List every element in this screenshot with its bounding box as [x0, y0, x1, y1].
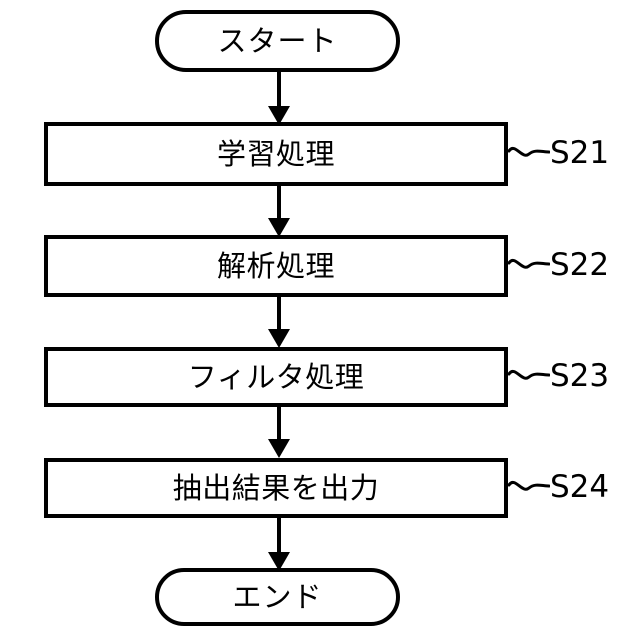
start-terminator: スタート — [155, 10, 400, 72]
step-id-s21: S21 — [550, 135, 610, 171]
wavy-leader-icon — [508, 146, 550, 157]
step-callout-s24: S24 — [508, 472, 609, 503]
connector-s23-to-s24 — [268, 405, 290, 458]
step-id-s22: S22 — [550, 247, 610, 283]
process-label-s21: 学習処理 — [216, 136, 335, 171]
start-label: スタート — [217, 23, 338, 58]
process-box-s22: 解析処理 — [44, 235, 508, 297]
step-callout-s21: S21 — [508, 138, 609, 169]
connector-s24-to-end — [268, 516, 290, 571]
process-box-s23: フィルタ処理 — [44, 347, 508, 407]
end-label: エンド — [232, 579, 323, 614]
step-id-s24: S24 — [550, 469, 610, 505]
process-label-s23: フィルタ処理 — [187, 359, 365, 394]
connector-start-to-s21 — [268, 70, 290, 125]
process-box-s24: 抽出結果を出力 — [44, 458, 508, 518]
wavy-leader-icon — [508, 258, 550, 269]
step-callout-s23: S23 — [508, 361, 609, 392]
wavy-leader-icon — [508, 480, 550, 491]
connector-s21-to-s22 — [268, 184, 290, 237]
process-label-s24: 抽出結果を出力 — [172, 470, 380, 505]
connector-s22-to-s23 — [268, 295, 290, 348]
process-box-s21: 学習処理 — [44, 122, 508, 186]
step-id-s23: S23 — [550, 358, 610, 394]
process-label-s22: 解析処理 — [216, 248, 335, 283]
end-terminator: エンド — [155, 568, 400, 626]
wavy-leader-icon — [508, 369, 550, 380]
step-callout-s22: S22 — [508, 250, 609, 281]
